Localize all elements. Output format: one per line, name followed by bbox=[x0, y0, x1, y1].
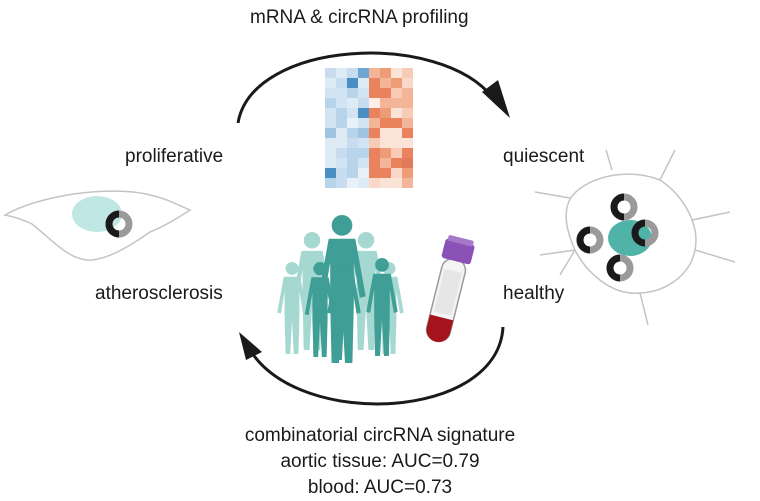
top-arrowhead-icon bbox=[482, 80, 510, 118]
label-profiling: mRNA & circRNA profiling bbox=[250, 7, 469, 28]
people-group-icon bbox=[277, 215, 404, 363]
blood-tube-icon bbox=[425, 235, 475, 343]
label-quiescent: quiescent bbox=[503, 146, 585, 167]
circrna-ring-icon bbox=[610, 258, 630, 278]
label-proliferative: proliferative bbox=[125, 146, 224, 167]
circrna-ring-icon bbox=[580, 230, 600, 250]
circrna-ring-icon bbox=[109, 214, 129, 234]
top-cycle-arrow bbox=[236, 51, 495, 124]
bottom-arrowhead-icon bbox=[239, 332, 262, 360]
signature-title: combinatorial circRNA signature bbox=[244, 425, 516, 446]
proliferative-cell-icon bbox=[2, 190, 192, 261]
blood-auc: blood: AUC=0.73 bbox=[307, 477, 453, 498]
aortic-auc: aortic tissue: AUC=0.79 bbox=[280, 451, 480, 472]
quiescent-cell-icon bbox=[534, 149, 736, 326]
label-atherosclerosis: atherosclerosis bbox=[95, 283, 223, 304]
signature-summary: combinatorial circRNA signature aortic t… bbox=[0, 423, 760, 501]
heatmap-icon bbox=[325, 68, 413, 188]
bottom-cycle-arrow bbox=[248, 326, 505, 406]
circrna-ring-icon bbox=[614, 197, 634, 217]
label-healthy: healthy bbox=[503, 283, 565, 304]
